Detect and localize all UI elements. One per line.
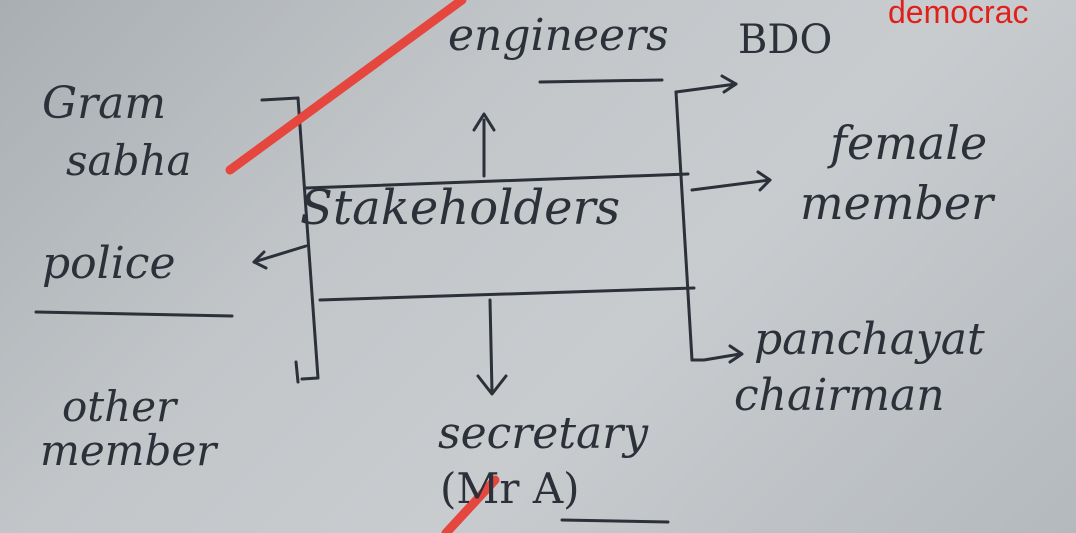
node-sabha: sabha (66, 136, 192, 185)
node-member-right: member (800, 176, 994, 230)
node-secretary: secretary (438, 408, 649, 459)
node-bdo: BDO (738, 17, 833, 63)
left-vertical-line (296, 96, 320, 381)
mra-underline (560, 518, 670, 524)
engineers-underline (538, 78, 664, 84)
center-stakeholders: Stakeholders (300, 180, 621, 236)
down-arrow (488, 298, 494, 394)
police-arrow (252, 244, 308, 264)
node-gram: Gram (42, 78, 167, 129)
panchayat-branch (690, 352, 742, 362)
police-arrowhead (252, 250, 268, 270)
gram-arrow (260, 96, 300, 102)
red-strike-bottom (441, 475, 500, 533)
female-arrowhead (756, 170, 772, 192)
node-chairman: chairman (734, 370, 945, 421)
other-tick (294, 360, 300, 384)
up-arrowhead (472, 112, 496, 132)
node-member-left: member (40, 426, 217, 475)
police-underline (34, 310, 234, 318)
bdo-arrowhead (720, 74, 738, 94)
annotation-text: democrac (888, 0, 1029, 30)
node-other: other (62, 382, 177, 431)
node-mr-a: (Mr A) (440, 464, 580, 513)
down-arrowhead (476, 374, 508, 396)
right-vertical-line (674, 90, 694, 362)
bdo-arrow (674, 82, 738, 94)
female-arrow (690, 178, 772, 192)
node-female: female (830, 116, 988, 170)
panchayat-arrowhead (728, 344, 744, 364)
red-strike-top (225, 0, 467, 175)
node-police: police (42, 238, 176, 289)
node-engineers: engineers (448, 10, 669, 61)
stakeholders-box (304, 172, 696, 302)
node-panchayat: panchayat (754, 314, 985, 365)
